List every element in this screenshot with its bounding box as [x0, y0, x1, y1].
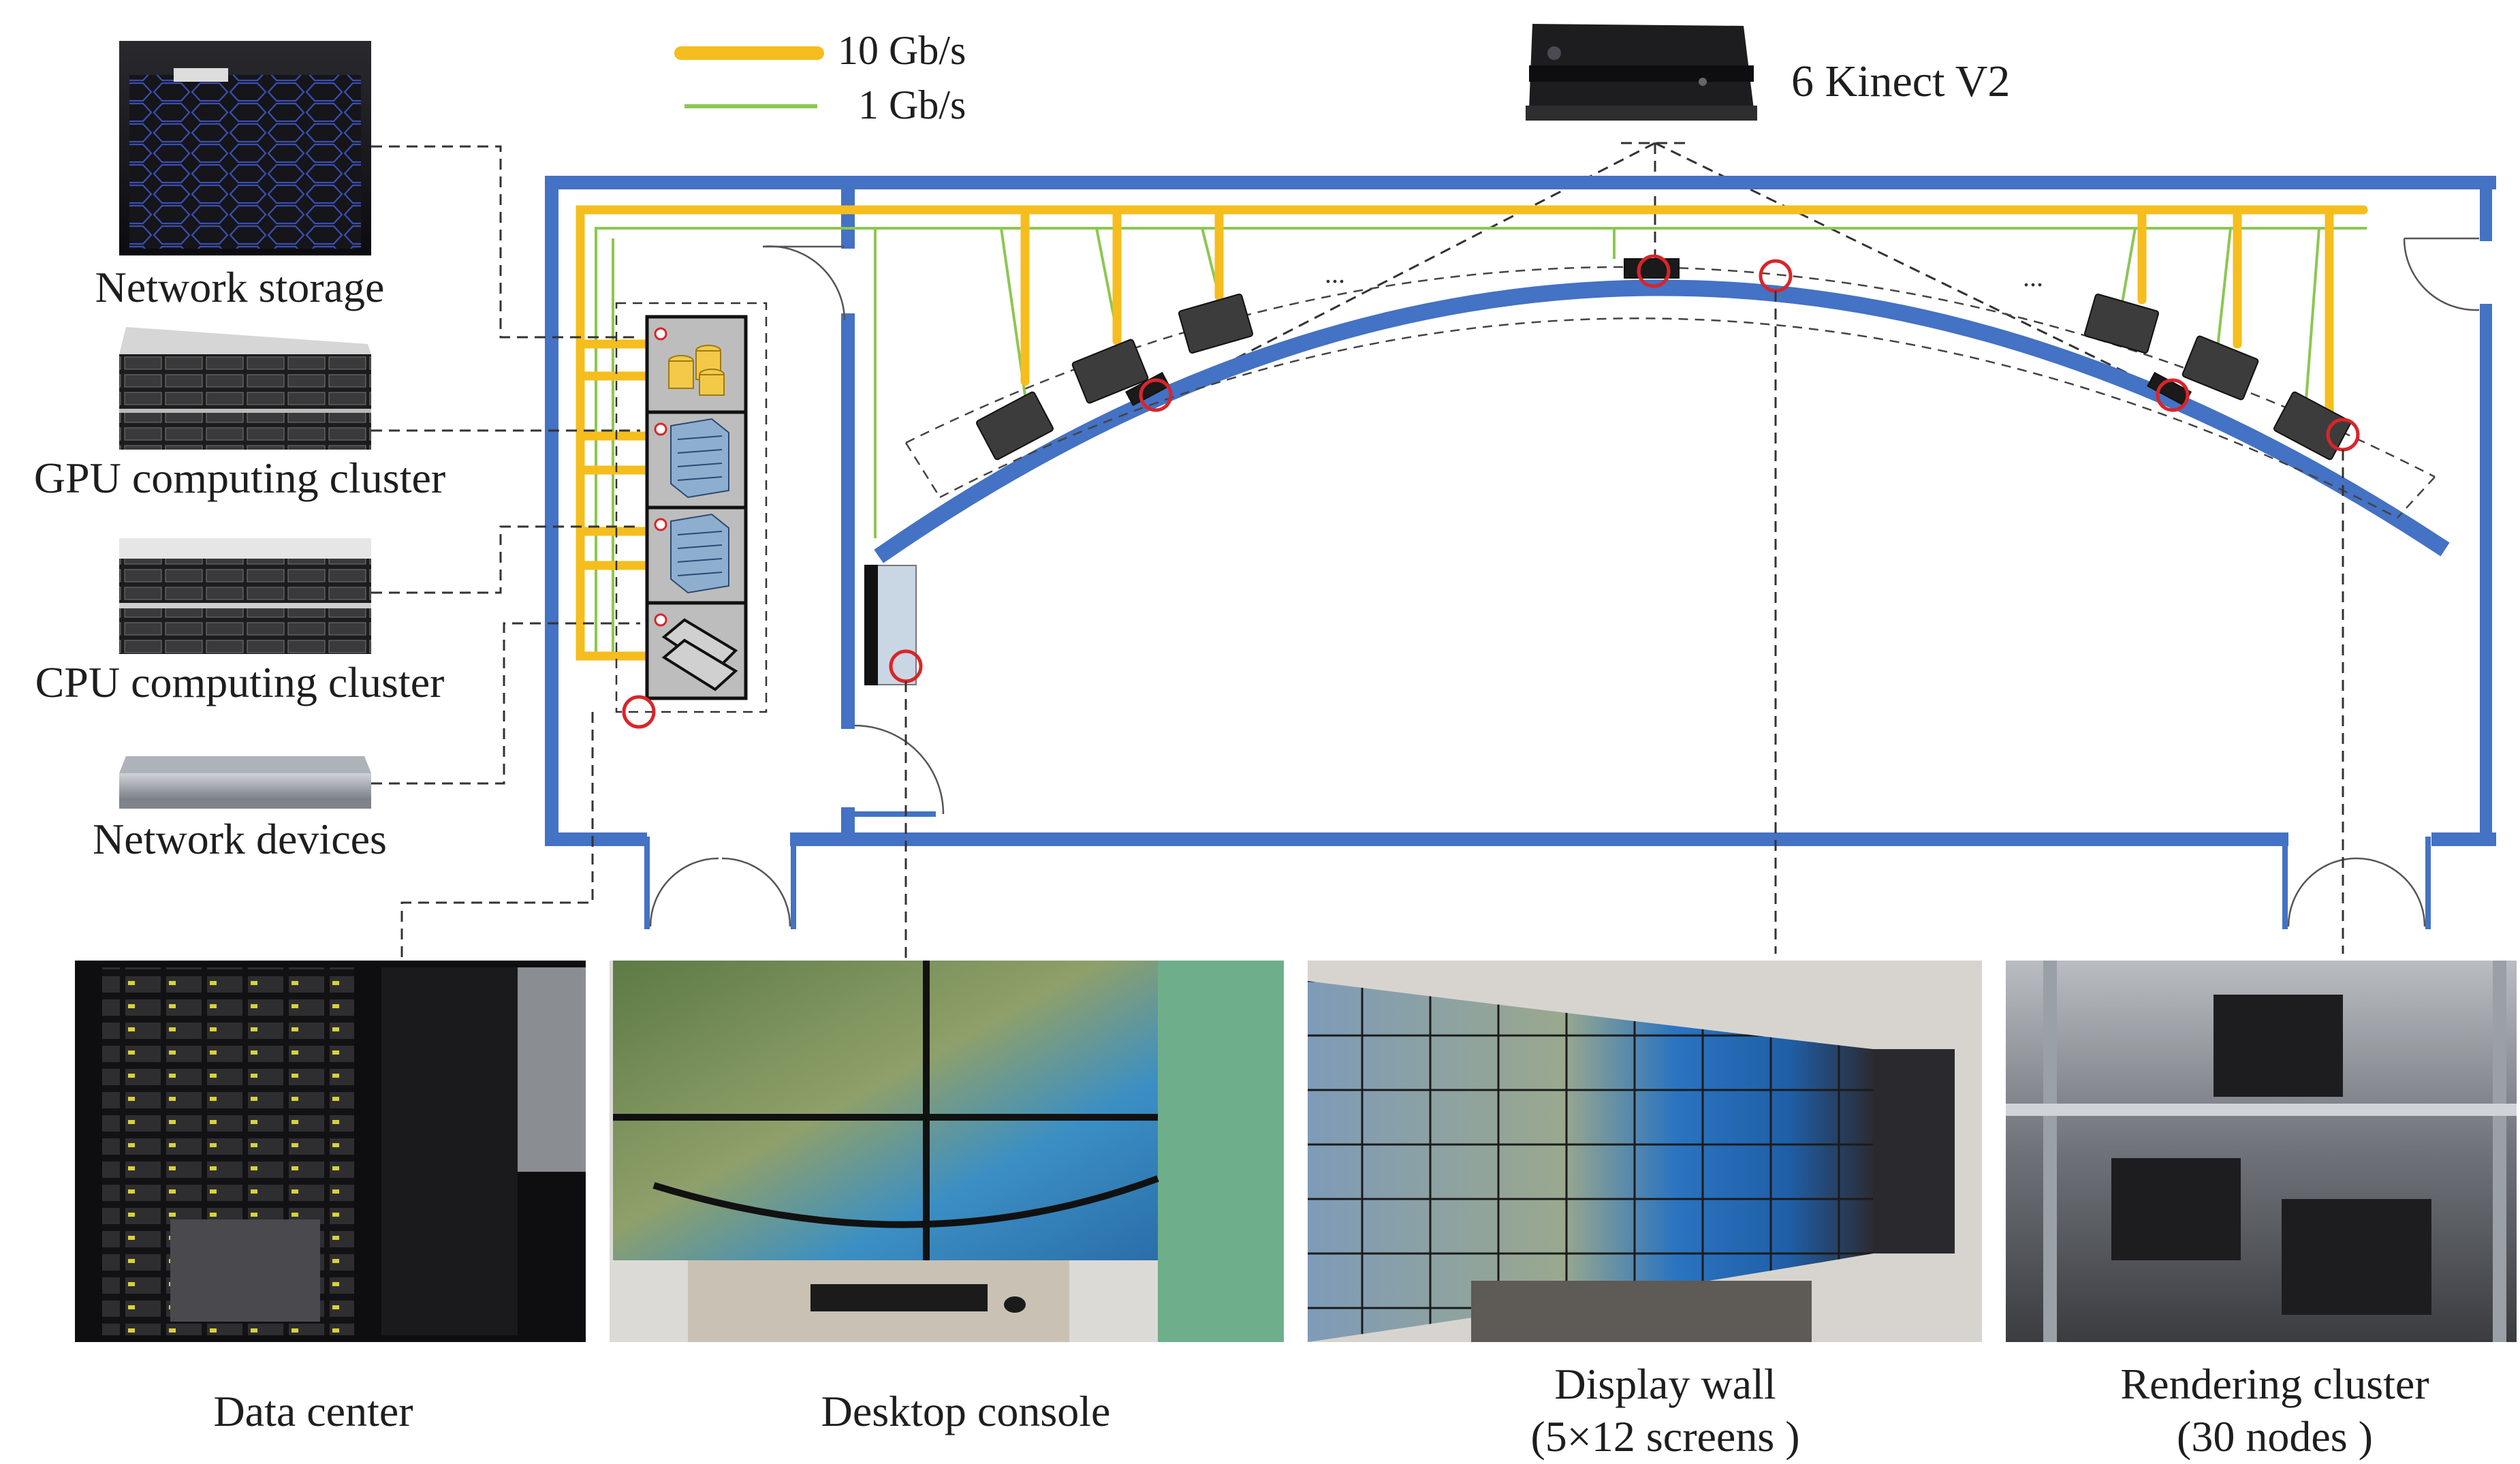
gpu-cluster-icon [670, 418, 729, 499]
rendering-cluster-label: Rendering cluster [2120, 1360, 2429, 1408]
server-rack-box [615, 302, 768, 713]
links-10g [576, 205, 2368, 661]
legend-1g-label: 1 Gb/s [858, 82, 966, 127]
render-nodes [864, 258, 2351, 685]
data-center-label: Data center [213, 1387, 413, 1435]
storage-icon [668, 345, 725, 396]
cpu-cluster-label: CPU computing cluster [35, 658, 445, 706]
links-1g [595, 227, 2367, 653]
ellipsis-left: ... [1325, 258, 1345, 289]
desktop-console-label: Desktop console [821, 1387, 1111, 1435]
cpu-cluster-image [119, 538, 371, 654]
photo-data-center [75, 961, 586, 1342]
render-node [2182, 335, 2259, 401]
legend [674, 46, 824, 108]
network-devices-label: Network devices [93, 815, 387, 863]
network-devices-image [119, 756, 371, 809]
photo-display-wall [1308, 961, 1982, 1342]
gpu-cluster-image [119, 327, 371, 450]
photo-rendering-cluster [2006, 961, 2517, 1342]
legend-10g-label: 10 Gb/s [838, 28, 966, 73]
network-storage-image [119, 41, 371, 255]
gpu-cluster-label: GPU computing cluster [33, 454, 446, 502]
rendering-cluster-sublabel: (30 nodes ) [2177, 1412, 2373, 1461]
console-desk [875, 565, 917, 685]
display-wall-sublabel: (5×12 screens ) [1530, 1412, 1800, 1461]
render-node [1071, 339, 1149, 404]
floor-plan [545, 176, 2496, 929]
leader-lines [371, 145, 2344, 961]
render-node [1178, 293, 1254, 354]
network-switch-icon [661, 618, 738, 691]
network-storage-label: Network storage [95, 263, 385, 311]
kinect-label: 6 Kinect V2 [1791, 57, 2011, 106]
photo-desktop-console [610, 961, 1284, 1342]
display-wall-label: Display wall [1554, 1360, 1776, 1408]
kinect-sensor-image [1526, 24, 1757, 121]
cpu-cluster-icon [670, 513, 729, 594]
render-node [2083, 293, 2160, 354]
wall-kinect [1624, 258, 1680, 279]
ellipsis-right: ... [2023, 262, 2043, 292]
render-node [976, 391, 1054, 461]
